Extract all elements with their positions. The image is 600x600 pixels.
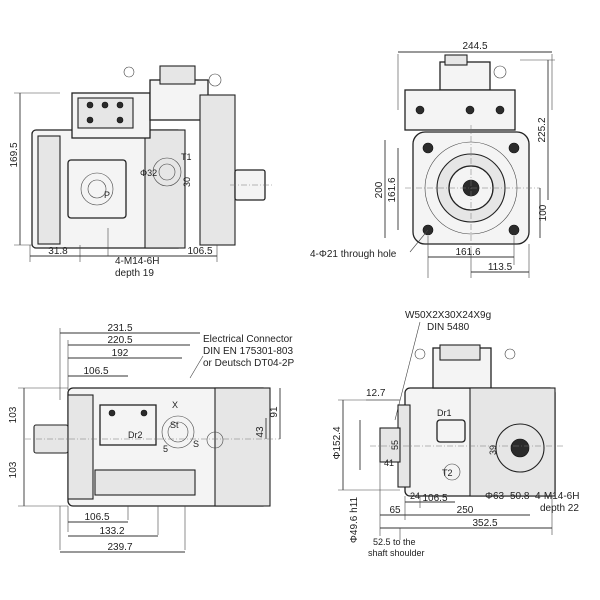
dim-103-bottom: 103 xyxy=(8,461,19,478)
view-side-elevation: 169.5 P T1 Φ32 30 31.8 10 xyxy=(9,65,272,279)
dim-phi-152-4: Φ152.4 xyxy=(332,426,343,459)
dim-106-5: 106.5 xyxy=(422,493,447,504)
dim-41: 41 xyxy=(384,458,394,468)
dim-113-5: 113.5 xyxy=(488,262,513,273)
dim-231-5: 231.5 xyxy=(107,323,132,334)
bolt-hole xyxy=(508,142,520,154)
port-p-label: P xyxy=(104,190,110,200)
dim-161-6-vertical: 161.6 xyxy=(387,177,398,202)
dim-phi-63: Φ63 xyxy=(485,491,505,502)
end-cover xyxy=(199,94,236,246)
dim-161-6-horizontal: 161.6 xyxy=(455,247,480,258)
dim-24: 24 xyxy=(410,491,420,501)
dim-39: 39 xyxy=(488,445,498,455)
dim-225-2: 225.2 xyxy=(537,117,548,142)
bolt-hole xyxy=(508,224,520,236)
port-s-label: S xyxy=(193,439,199,449)
view-rear-side: W50X2X30X24X9g DIN 5480 Dr1 T2 39 Φ152.4… xyxy=(332,310,579,558)
shaft-spec-line2: DIN 5480 xyxy=(427,322,470,333)
dim-65: 65 xyxy=(389,505,401,516)
dim-220-5: 220.5 xyxy=(107,335,132,346)
dim-31-8: 31.8 xyxy=(48,246,68,257)
connector-note-line3: or Deutsch DT04-2P xyxy=(203,358,294,369)
dim-192: 192 xyxy=(112,348,129,359)
port-t2-label: T2 xyxy=(442,468,453,478)
connector-housing xyxy=(159,65,196,85)
connector-note-line1: Electrical Connector xyxy=(203,334,293,345)
side-hole-depth: depth 22 xyxy=(540,503,579,514)
shaft-shoulder-line2: shaft shoulder xyxy=(368,548,425,558)
port-st-label: St xyxy=(170,420,179,430)
dim-106-5-top: 106.5 xyxy=(83,366,108,377)
dim-244-5: 244.5 xyxy=(462,41,487,52)
dim-55: 55 xyxy=(390,440,400,450)
side-hole-spec: 4-M14-6H xyxy=(535,491,579,502)
port-phi32-label: Φ32 xyxy=(140,168,157,178)
dim-91: 91 xyxy=(269,406,280,418)
bolt-hole xyxy=(422,142,434,154)
port-p-block xyxy=(67,159,127,219)
port-t1 xyxy=(152,157,182,187)
dim-50-8: 50.8 xyxy=(510,491,530,502)
dim-43: 43 xyxy=(255,426,266,438)
hole-depth-label: depth 19 xyxy=(115,268,154,279)
dim-133-2: 133.2 xyxy=(99,526,124,537)
lifting-eye-2 xyxy=(123,66,135,78)
dim-250: 250 xyxy=(457,505,474,516)
port-dr2-label: Dr2 xyxy=(128,430,143,440)
shaft-spec-line1: W50X2X30X24X9g xyxy=(405,310,491,321)
front-solenoid xyxy=(439,61,491,91)
rear-housing xyxy=(144,129,186,249)
dim-352-5: 352.5 xyxy=(472,518,497,529)
solenoid-block xyxy=(149,79,209,121)
hole-spec-label: 4-M14-6H xyxy=(115,256,159,267)
front-flange xyxy=(37,135,61,245)
side-port-dr1 xyxy=(436,419,466,443)
port-30-label: 30 xyxy=(182,177,192,187)
dim-12-7: 12.7 xyxy=(366,388,386,399)
shaft-shoulder-line1: 52.5 to the xyxy=(373,537,416,547)
through-hole-label: 4-Φ21 through hole xyxy=(310,249,397,260)
dim-169-5: 169.5 xyxy=(9,142,20,167)
dim-100: 100 xyxy=(538,204,549,221)
dim-phi-49-6: Φ49.6 h11 xyxy=(349,496,360,543)
lifting-eye xyxy=(208,73,222,87)
connector-note-line2: DIN EN 175301-803 xyxy=(203,346,293,357)
plan-port-s xyxy=(161,415,195,449)
dim-106-5: 106.5 xyxy=(187,246,212,257)
dim-106-5-bottom: 106.5 xyxy=(84,512,109,523)
view-top-plan: Electrical Connector DIN EN 175301-803 o… xyxy=(8,323,294,553)
port-t1-label: T1 xyxy=(181,152,192,162)
small-5-label: 5 xyxy=(163,444,168,454)
dim-200: 200 xyxy=(374,181,385,198)
dim-239-7: 239.7 xyxy=(107,542,132,553)
port-x-label: X xyxy=(172,400,178,410)
dim-103-top: 103 xyxy=(8,406,19,423)
side-shaft xyxy=(379,427,401,463)
port-dr1-label: Dr1 xyxy=(437,408,452,418)
view-front: 244.5 225.2 200 161.6 100 xyxy=(310,41,555,278)
